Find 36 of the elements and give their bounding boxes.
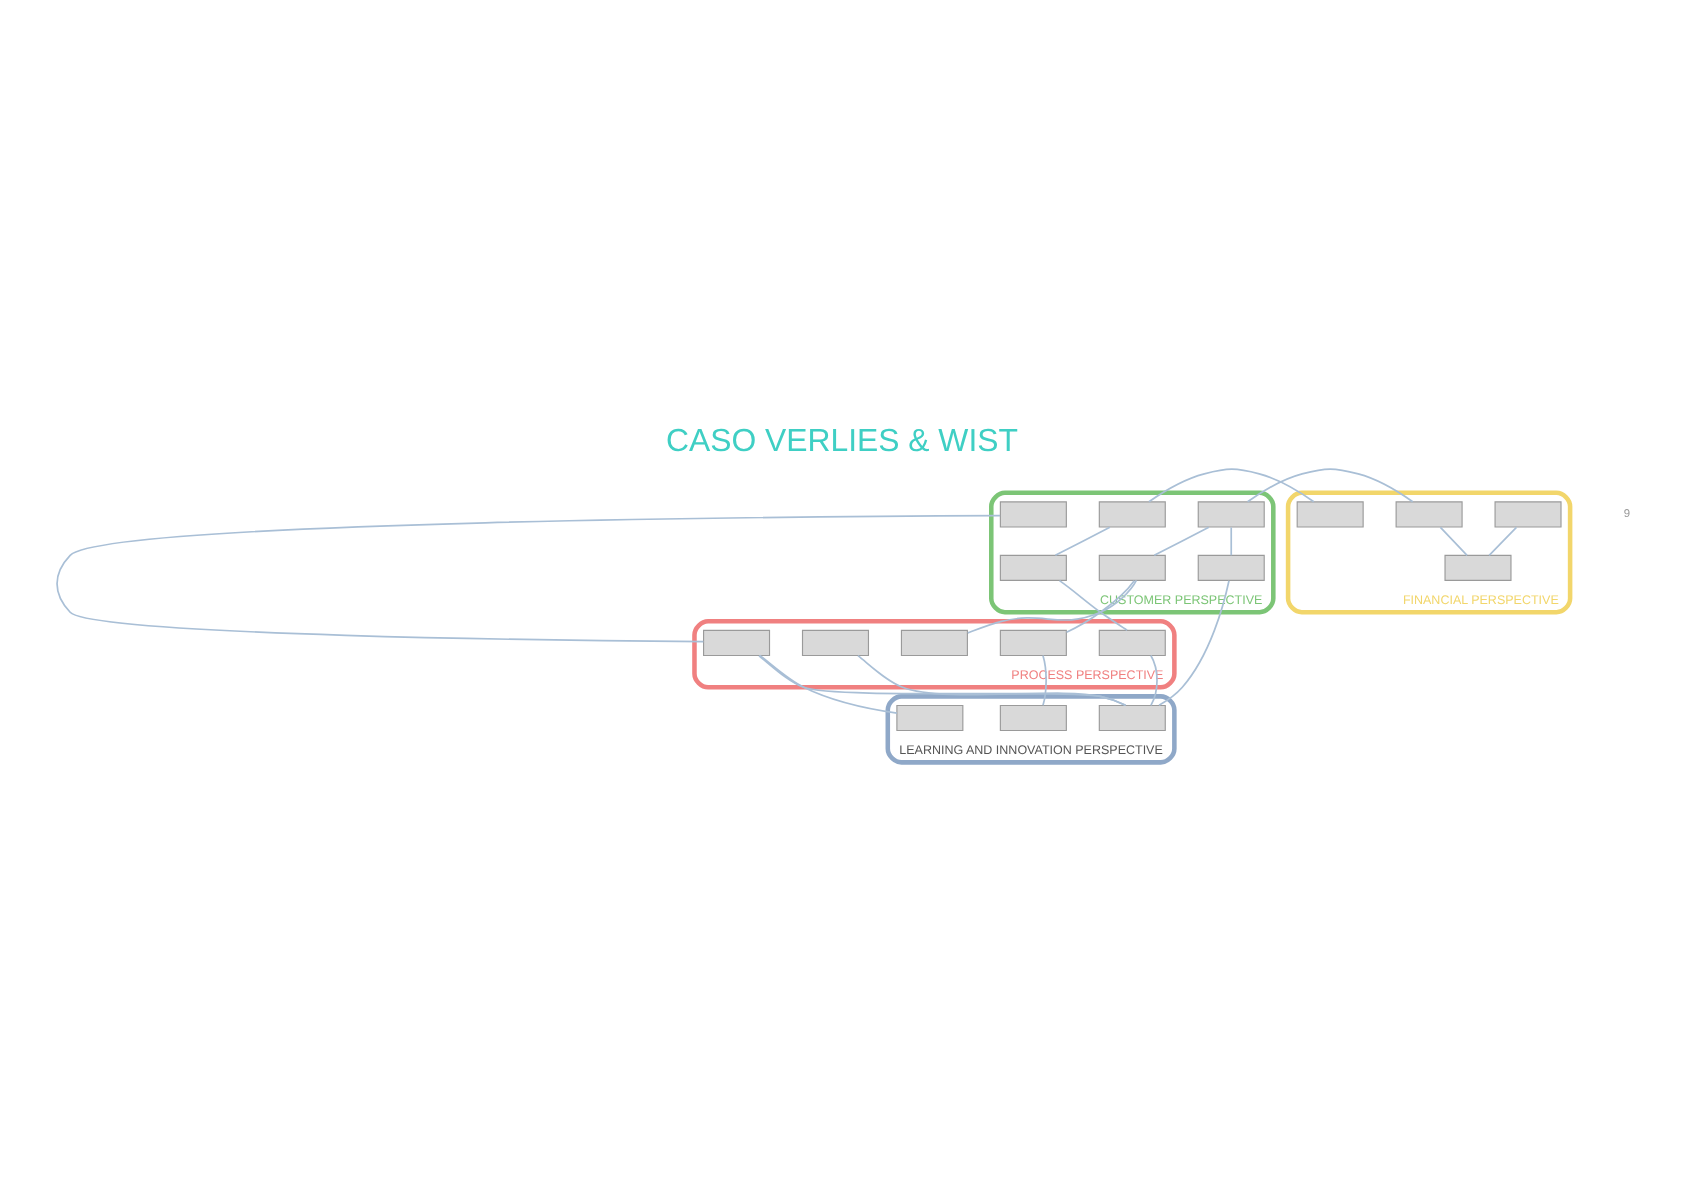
connector	[966, 578, 1138, 633]
connector	[1054, 525, 1111, 556]
node-box	[999, 553, 1067, 580]
connector	[759, 653, 898, 713]
connector	[1042, 653, 1047, 706]
node-box	[999, 500, 1067, 527]
connector	[1158, 578, 1230, 706]
node-box	[1395, 500, 1463, 527]
connector	[1246, 467, 1414, 502]
node-box	[801, 628, 870, 656]
node-box	[1098, 703, 1166, 731]
connector	[857, 653, 1127, 706]
node-box	[896, 703, 964, 731]
connector	[1439, 525, 1468, 556]
node-box	[1197, 500, 1265, 527]
connector	[758, 653, 1127, 706]
node-box	[1098, 553, 1166, 580]
node-box	[900, 628, 968, 656]
node-box	[1098, 628, 1166, 656]
node-box	[703, 628, 771, 656]
node-box	[1296, 500, 1364, 527]
connector	[1065, 578, 1136, 633]
connector	[1488, 525, 1518, 556]
node-box	[1098, 500, 1166, 527]
node-box	[999, 628, 1067, 656]
node-box	[1444, 553, 1512, 580]
node-box	[1494, 500, 1562, 527]
node-box	[1197, 553, 1265, 580]
connector	[1150, 653, 1158, 706]
diagram-title: CASO VERLIES & WIST	[666, 423, 1018, 458]
connector	[1153, 525, 1210, 556]
connector	[1058, 578, 1128, 631]
connector	[1230, 525, 1233, 556]
node-box	[999, 703, 1067, 731]
connector	[56, 513, 1001, 642]
connector	[1148, 467, 1315, 502]
